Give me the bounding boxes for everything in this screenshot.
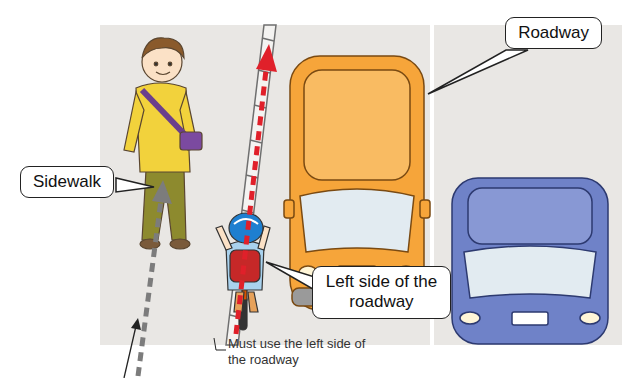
street-ground: [434, 25, 622, 345]
leader-arrowhead: [131, 318, 141, 330]
callout-tail: [116, 178, 154, 192]
callout-tail: [266, 262, 318, 292]
callout-box: Sidewalk: [20, 166, 114, 198]
leader-line: [214, 338, 226, 350]
callout-tail: [428, 50, 528, 94]
roadway-route-arrow: [236, 44, 277, 334]
leader-line: [124, 326, 136, 378]
callout-text: Roadway: [518, 23, 589, 43]
pedestrian: [124, 38, 202, 249]
callout-text: Left side of the roadway: [325, 272, 438, 313]
callout-box: Roadway: [505, 17, 602, 49]
curb: [226, 25, 276, 345]
blue-car: [452, 178, 608, 344]
callout-box: Left side of the roadway: [312, 266, 451, 319]
callout-text: Sidewalk: [33, 172, 101, 192]
note-label: Must use the left side of the roadway: [228, 336, 378, 369]
sidewalk-route-arrow: [138, 180, 172, 376]
